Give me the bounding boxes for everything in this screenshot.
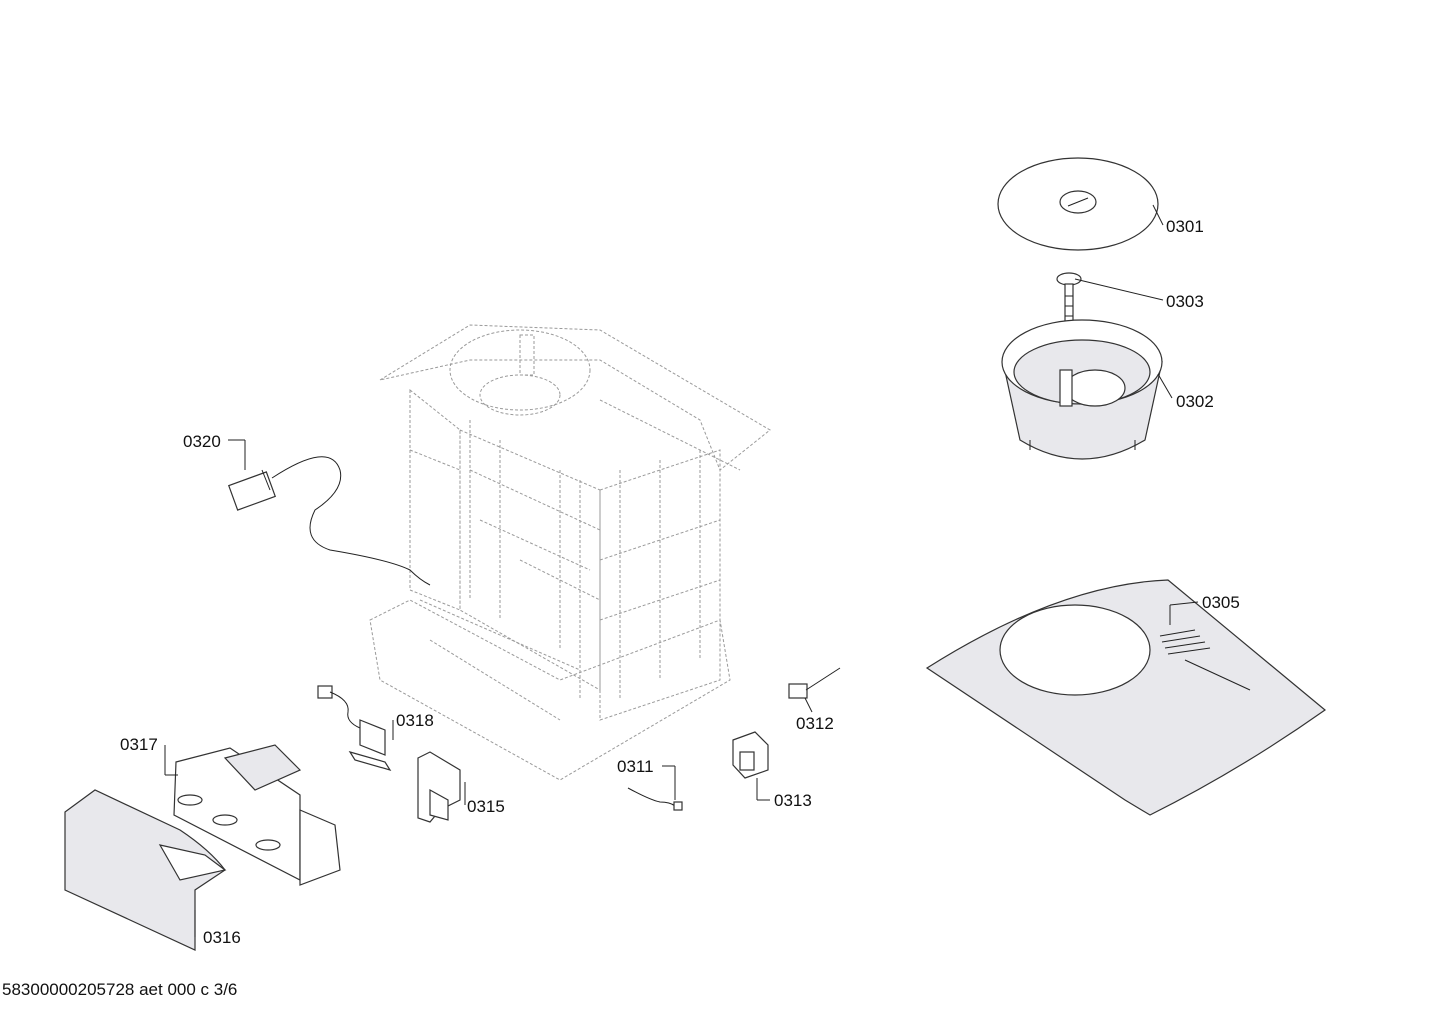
housing-frame-ghost bbox=[369, 324, 771, 781]
label-0315: 0315 bbox=[467, 797, 505, 816]
part-0312-sensor bbox=[788, 667, 841, 699]
label-0318: 0318 bbox=[396, 711, 434, 730]
part-0320-power-cord bbox=[227, 456, 431, 586]
label-0320: 0320 bbox=[183, 432, 221, 451]
document-footer-id: 58300000205728 aet 000 c 3/6 bbox=[2, 980, 238, 999]
part-0316-front-cover bbox=[64, 789, 227, 951]
label-0303: 0303 bbox=[1166, 292, 1204, 311]
leader-lines bbox=[164, 204, 1199, 937]
label-0305: 0305 bbox=[1202, 593, 1240, 612]
part-0311-wire bbox=[627, 787, 683, 811]
part-0313-switch bbox=[732, 731, 769, 779]
label-0301: 0301 bbox=[1166, 217, 1204, 236]
label-0311: 0311 bbox=[617, 757, 654, 776]
part-0318-wiring-harness bbox=[317, 685, 392, 772]
part-0301-lid bbox=[997, 157, 1159, 251]
label-0313: 0313 bbox=[774, 791, 812, 810]
part-0302-bowl bbox=[1001, 319, 1163, 460]
label-0302: 0302 bbox=[1176, 392, 1214, 411]
part-0317-control-module bbox=[173, 744, 341, 886]
part-0315-bracket bbox=[417, 751, 461, 823]
part-0305-cover-plate bbox=[925, 579, 1326, 816]
label-0312: 0312 bbox=[796, 714, 834, 733]
label-0317: 0317 bbox=[120, 735, 158, 754]
label-0316: 0316 bbox=[203, 928, 241, 947]
